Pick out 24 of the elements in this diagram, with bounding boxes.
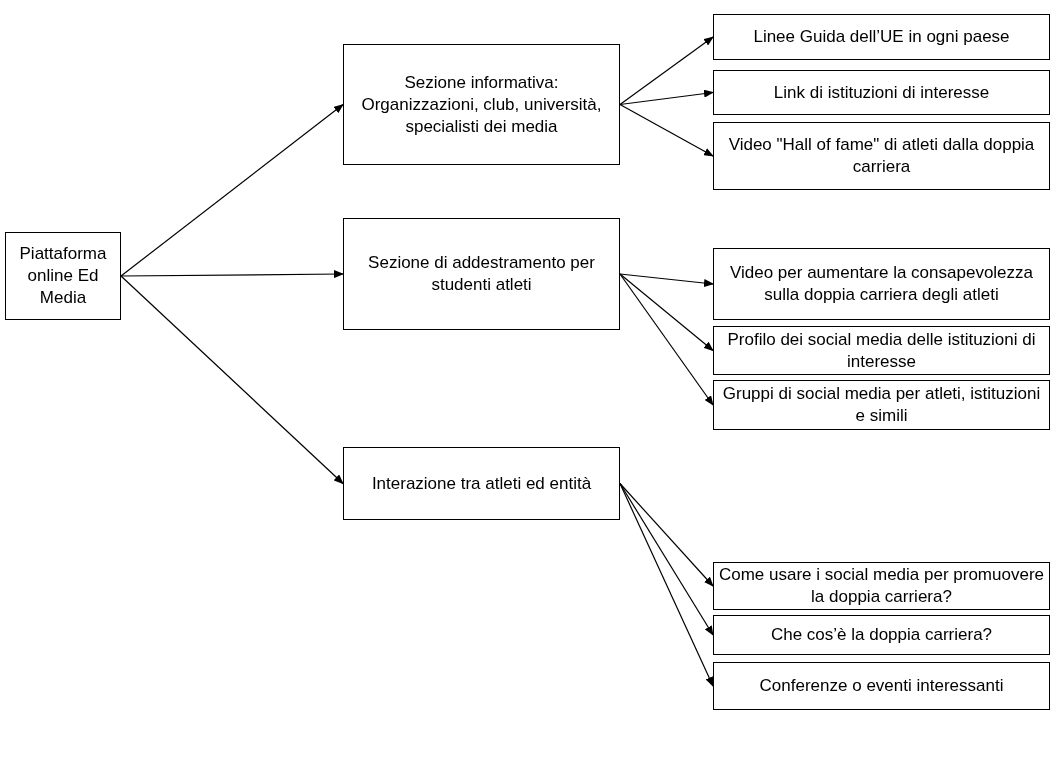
arrow — [619, 89, 714, 106]
process-box: Sezione di addestramento per studenti atleti — [343, 218, 620, 330]
arrow — [619, 103, 714, 157]
process-box: Video "Hall of fame" di atleti dalla doppia carriera — [713, 122, 1050, 190]
process-box: Profilo dei social media delle istituzioni di interesse — [713, 326, 1050, 375]
process-box: Gruppi di social media per atleti, istituzioni e simili — [713, 380, 1050, 430]
arrow — [619, 482, 714, 687]
arrow — [619, 482, 714, 587]
process-box: Sezione informativa: Organizzazioni, club, università, specialisti dei media — [343, 44, 620, 165]
process-box: Conferenze o eventi interessanti — [713, 662, 1050, 710]
process-box: Linee Guida dell’UE in ogni paese — [713, 14, 1050, 60]
arrow — [120, 103, 344, 277]
arrow — [619, 273, 714, 406]
process-box: Link di istituzioni di interesse — [713, 70, 1050, 115]
arrow — [619, 36, 714, 106]
arrow — [120, 270, 344, 279]
process-box: Video per aumentare la consapevolezza sulla doppia carriera degli atleti — [713, 248, 1050, 320]
process-box: Piattaforma online Ed Media — [5, 232, 121, 320]
process-box: Interazione tra atleti ed entità — [343, 447, 620, 520]
arrow — [619, 273, 714, 352]
arrow — [619, 273, 714, 287]
process-box: Come usare i social media per promuovere la doppia carriera? — [713, 562, 1050, 610]
arrow — [120, 275, 344, 485]
process-box: Che cos’è la doppia carriera? — [713, 615, 1050, 655]
